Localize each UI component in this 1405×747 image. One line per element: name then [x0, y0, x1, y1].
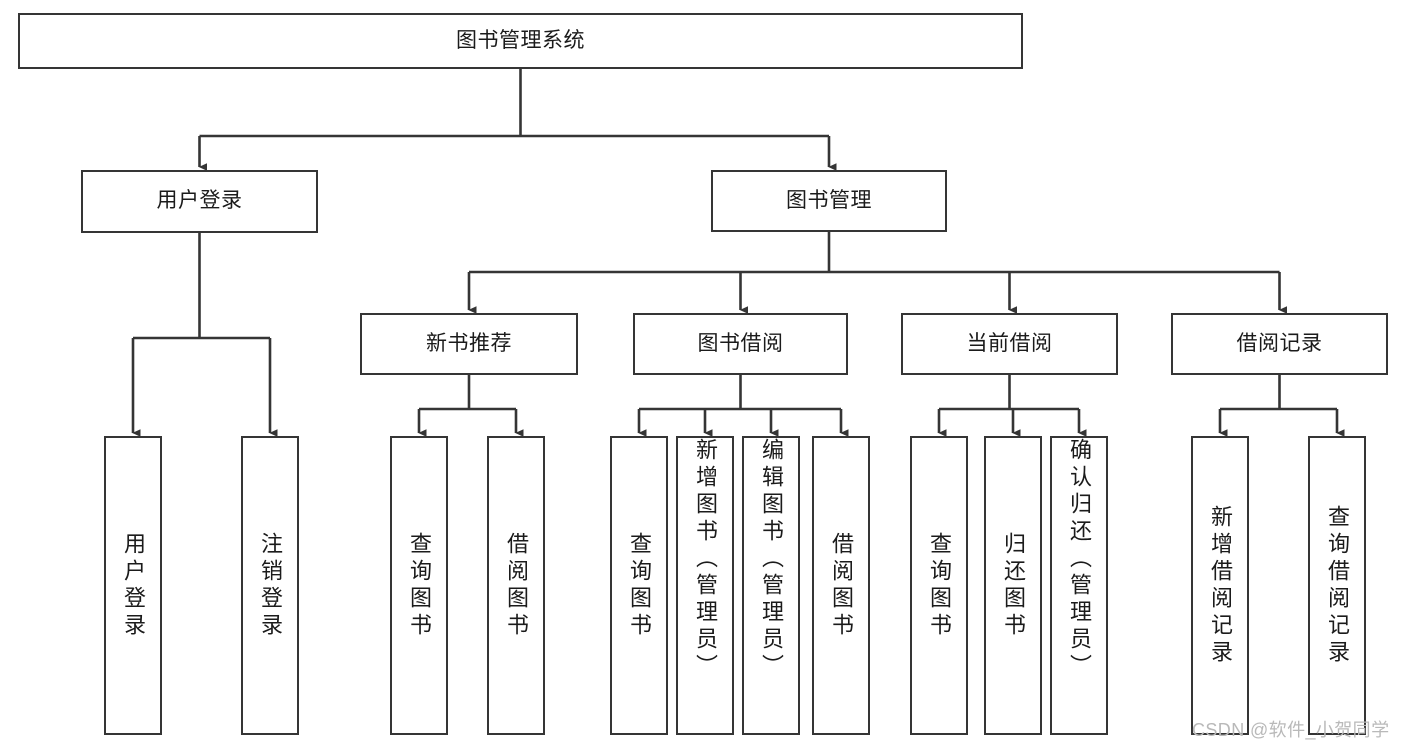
node-leaf-confirm-return[interactable]: 确认归还（管理员） [1050, 436, 1108, 735]
node-leaf-logout-label: 注销登录 [258, 531, 283, 640]
node-book-manage-label: 图书管理 [786, 188, 872, 212]
node-leaf-query-book-1-label: 查询图书 [407, 531, 432, 640]
node-current-borrow-label: 当前借阅 [966, 331, 1053, 355]
node-borrow-record[interactable]: 借阅记录 [1171, 313, 1388, 375]
node-leaf-user-login-label: 用户登录 [121, 531, 146, 640]
node-user-login[interactable]: 用户登录 [81, 170, 318, 233]
node-leaf-confirm-return-label: 确认归还（管理员） [1067, 438, 1092, 681]
node-leaf-add-book[interactable]: 新增图书（管理员） [676, 436, 734, 735]
node-leaf-query-book-2-label: 查询图书 [627, 531, 652, 640]
node-borrow-record-label: 借阅记录 [1236, 331, 1323, 355]
node-leaf-user-login[interactable]: 用户登录 [104, 436, 162, 735]
node-leaf-add-record-label: 新增借阅记录 [1208, 504, 1233, 667]
node-leaf-borrow-book-2-label: 借阅图书 [829, 531, 854, 640]
node-book-borrow-label: 图书借阅 [697, 331, 784, 355]
node-leaf-add-book-label: 新增图书（管理员） [693, 438, 718, 681]
node-new-book-rec-label: 新书推荐 [426, 331, 512, 355]
node-current-borrow[interactable]: 当前借阅 [901, 313, 1118, 375]
node-user-login-label: 用户登录 [156, 189, 243, 213]
node-leaf-return-book-label: 归还图书 [1001, 531, 1026, 640]
node-leaf-query-book-1[interactable]: 查询图书 [390, 436, 448, 735]
node-book-manage[interactable]: 图书管理 [711, 170, 947, 232]
node-leaf-query-book-2[interactable]: 查询图书 [610, 436, 668, 735]
node-leaf-logout[interactable]: 注销登录 [241, 436, 299, 735]
csdn-watermark: CSDN @软件_小贺同学 [1192, 720, 1390, 740]
node-leaf-query-record-label: 查询借阅记录 [1325, 504, 1350, 667]
node-leaf-add-record[interactable]: 新增借阅记录 [1191, 436, 1249, 735]
node-leaf-borrow-book-2[interactable]: 借阅图书 [812, 436, 870, 735]
node-leaf-query-book-3-label: 查询图书 [927, 531, 952, 640]
node-leaf-query-book-3[interactable]: 查询图书 [910, 436, 968, 735]
node-leaf-borrow-book-1[interactable]: 借阅图书 [487, 436, 545, 735]
node-leaf-borrow-book-1-label: 借阅图书 [504, 531, 529, 640]
node-leaf-return-book[interactable]: 归还图书 [984, 436, 1042, 735]
node-new-book-rec[interactable]: 新书推荐 [360, 313, 578, 375]
node-leaf-edit-book-label: 编辑图书（管理员） [759, 438, 784, 681]
node-root-label: 图书管理系统 [456, 28, 585, 52]
node-root[interactable]: 图书管理系统 [18, 13, 1023, 69]
node-leaf-query-record[interactable]: 查询借阅记录 [1308, 436, 1366, 735]
node-book-borrow[interactable]: 图书借阅 [633, 313, 848, 375]
node-leaf-edit-book[interactable]: 编辑图书（管理员） [742, 436, 800, 735]
